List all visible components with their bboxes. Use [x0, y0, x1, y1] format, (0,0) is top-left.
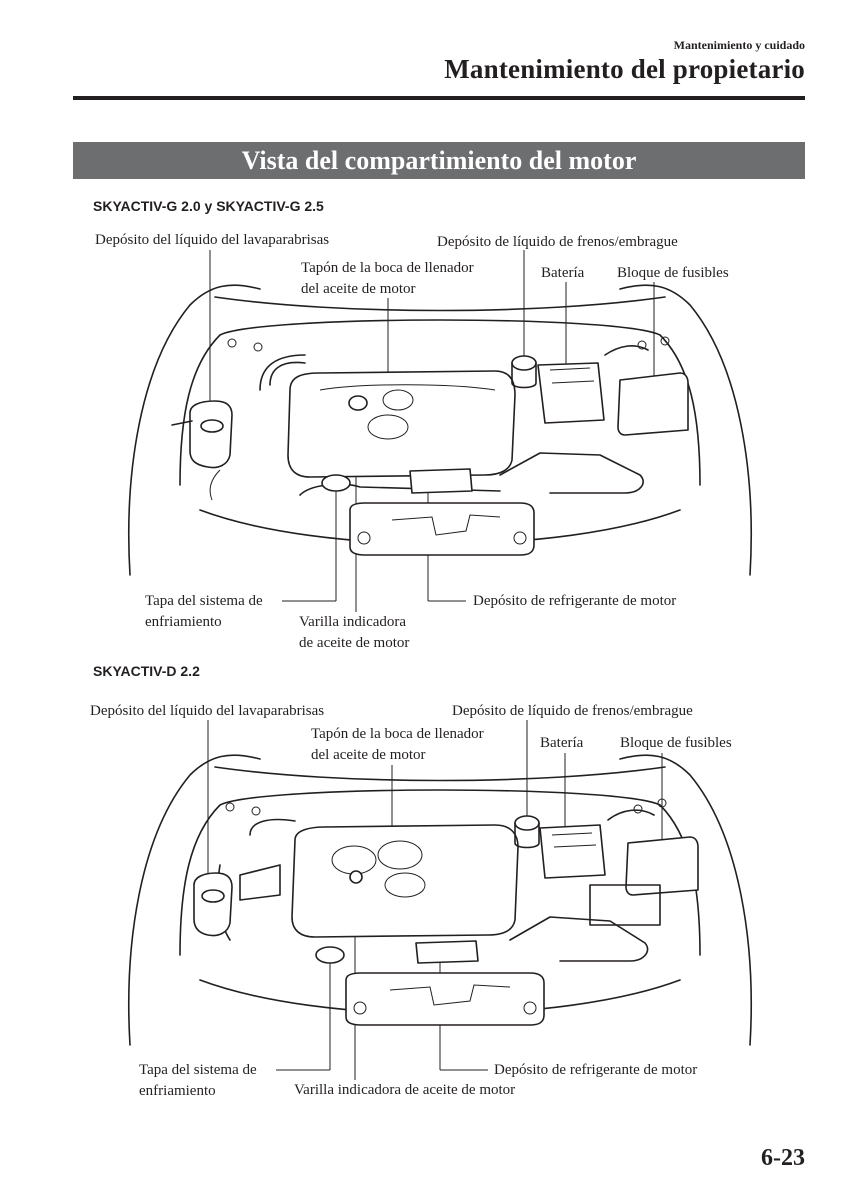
- label-brake-reservoir-2: Depósito de líquido de frenos/embrague: [452, 703, 693, 719]
- label-washer-reservoir-1: Depósito del líquido del lavaparabrisas: [95, 232, 330, 248]
- header-rule: [73, 96, 805, 100]
- engine-compartment-drawing-1: [128, 284, 752, 576]
- label-fuse-block-1: Bloque de fusibles: [617, 265, 729, 281]
- label-coolant-reservoir-2: Depósito de refrigerante de motor: [494, 1062, 698, 1078]
- label-fuse-block-2: Bloque de fusibles: [620, 735, 732, 751]
- section-banner: Vista del compartimiento del motor: [73, 142, 805, 179]
- label-battery-2: Batería: [540, 735, 584, 751]
- page-number: 6-23: [761, 1145, 805, 1171]
- label-cooling-cap-2: Tapa del sistema de enfriamiento: [139, 1062, 257, 1099]
- label-dipstick-1: Varilla indicadora de aceite de motor: [299, 614, 410, 651]
- label-oil-filler-cap-1: Tapón de la boca de llenador del aceite …: [301, 260, 474, 297]
- label-washer-reservoir-2: Depósito del líquido del lavaparabrisas: [90, 703, 325, 719]
- diagram-1-subtitle: SKYACTIV-G 2.0 y SKYACTIV-G 2.5: [93, 198, 324, 214]
- section-title: Mantenimiento y cuidado: [673, 38, 805, 52]
- label-oil-filler-cap-2: Tapón de la boca de llenador del aceite …: [311, 726, 484, 763]
- label-coolant-reservoir-1: Depósito de refrigerante de motor: [473, 593, 677, 609]
- label-cooling-cap-1: Tapa del sistema de enfriamiento: [145, 593, 263, 630]
- diagram-2-subtitle: SKYACTIV-D 2.2: [93, 663, 200, 679]
- label-battery-1: Batería: [541, 265, 585, 281]
- label-brake-reservoir-1: Depósito de líquido de frenos/embrague: [437, 234, 678, 250]
- label-dipstick-2: Varilla indicadora de aceite de motor: [294, 1082, 516, 1098]
- page-title: Mantenimiento del propietario: [444, 54, 805, 84]
- engine-compartment-drawing-2: [128, 754, 752, 1046]
